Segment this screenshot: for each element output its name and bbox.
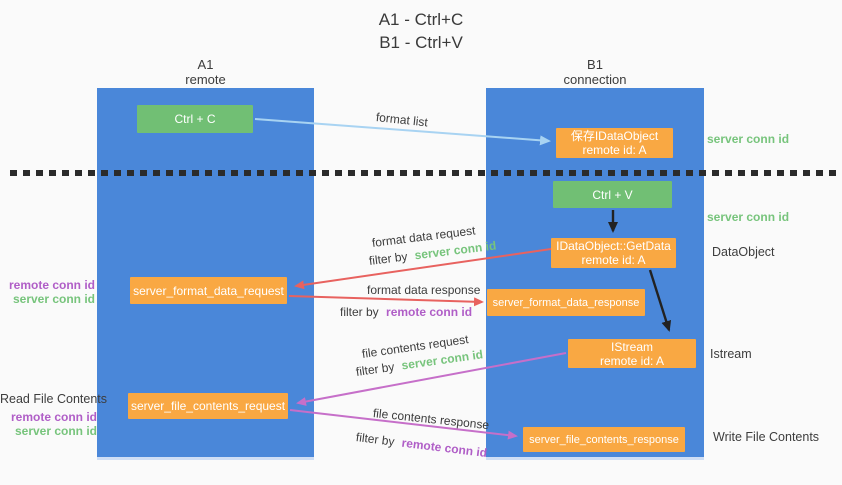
node-save-idataobject-line1: 保存IDataObject: [570, 129, 659, 143]
title-line-1: A1 - Ctrl+C: [378, 10, 464, 29]
node-ctrl-v: Ctrl + V: [553, 181, 672, 208]
lane-a1-subtitle: remote: [185, 72, 226, 87]
label-remote-conn-id-left-2: remote conn id: [10, 410, 97, 424]
filter-by-text: filter by: [368, 249, 409, 268]
label-server-conn-id-left-2: server conn id: [14, 424, 97, 438]
lane-header-b1: B1 connection: [486, 57, 704, 87]
node-save-idataobject: 保存IDataObject remote id: A: [556, 128, 673, 158]
node-idataobject-getdata: IDataObject::GetData remote id: A: [551, 238, 676, 268]
label-write-file-contents: Write File Contents: [713, 430, 820, 444]
node-istream-line1: IStream: [610, 339, 653, 354]
flow-label-file-contents-response-filter: filter by remote conn id: [355, 430, 488, 460]
node-ctrl-c: Ctrl + C: [137, 105, 253, 133]
node-istream: IStream remote id: A: [568, 339, 696, 368]
lane-b1-subtitle: connection: [563, 72, 627, 87]
label-dataobject: DataObject: [712, 245, 775, 259]
node-ctrl-v-label: Ctrl + V: [592, 187, 633, 202]
label-server-conn-id-top: server conn id: [707, 132, 790, 146]
flow-label-format-data-response-filter: filter by remote conn id: [340, 305, 472, 319]
label-istream: Istream: [710, 347, 752, 361]
node-format-request-label: server_format_data_request: [133, 283, 284, 298]
dotted-separator-line: [10, 170, 836, 176]
format-data-response-text: format data response: [367, 283, 481, 297]
filter-by-text: filter by: [355, 359, 396, 379]
diagram-title: A1 - Ctrl+C B1 - Ctrl+V: [321, 8, 521, 54]
node-getdata-line2: remote id: A: [581, 253, 646, 267]
remote-conn-id-text: remote conn id: [400, 435, 488, 461]
flow-label-format-data-response: format data response: [367, 283, 480, 297]
lane-header-a1: A1 remote: [97, 57, 314, 87]
node-server-format-data-response: server_format_data_response: [487, 289, 645, 316]
remote-conn-id-text: remote conn id: [386, 305, 473, 319]
flow-label-file-contents-response: file contents response: [372, 406, 490, 432]
node-file-request-label: server_file_contents_request: [130, 399, 286, 413]
lane-a1-title: A1: [197, 57, 214, 72]
filter-by-text: filter by: [340, 305, 379, 319]
node-ctrl-c-label: Ctrl + C: [174, 112, 216, 126]
node-istream-line2: remote id: A: [599, 353, 665, 368]
label-server-conn-id-left-1: server conn id: [12, 292, 95, 306]
label-server-conn-id-mid: server conn id: [707, 210, 790, 224]
label-read-file-contents: Read File Contents: [0, 392, 108, 406]
flow-label-format-list: format list: [375, 110, 428, 129]
node-server-file-contents-response: server_file_contents_response: [523, 427, 685, 452]
file-contents-response-text: file contents response: [372, 406, 490, 433]
node-getdata-line1: IDataObject::GetData: [556, 239, 671, 253]
node-format-response-label: server_format_data_response: [492, 296, 640, 309]
format-list-text: format list: [375, 110, 429, 130]
node-save-idataobject-line2: remote id: A: [582, 143, 647, 157]
node-server-format-data-request: server_format_data_request: [130, 277, 287, 304]
title-line-2: B1 - Ctrl+V: [379, 33, 463, 52]
node-server-file-contents-request: server_file_contents_request: [128, 393, 288, 419]
node-file-response-label: server_file_contents_response: [529, 433, 679, 446]
lane-b1-title: B1: [587, 57, 603, 72]
label-remote-conn-id-left-1: remote conn id: [8, 278, 95, 292]
filter-by-text: filter by: [355, 430, 396, 449]
